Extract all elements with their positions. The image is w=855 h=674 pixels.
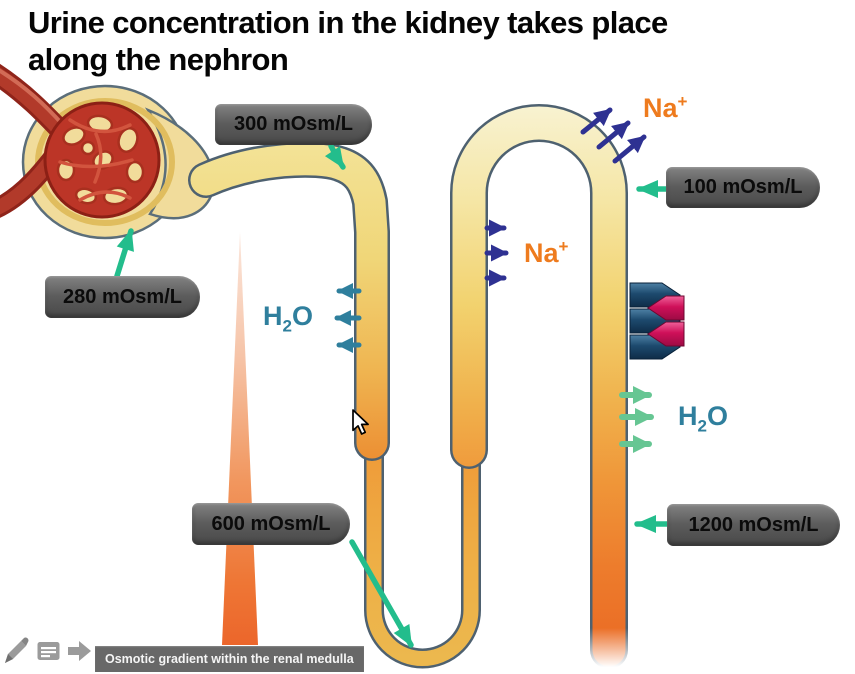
proximal-tubule-descending-limb [188, 141, 390, 461]
glomerulus [0, 63, 213, 240]
caption-text: Osmotic gradient within the renal medull… [105, 652, 354, 666]
ascending-limb-collecting-duct [450, 104, 635, 674]
notes-icon[interactable] [35, 636, 61, 666]
water-arrows-right [619, 386, 654, 453]
sodium-symbol: Na [643, 93, 678, 123]
caption-bar: Osmotic gradient within the renal medull… [95, 646, 364, 672]
water-label-right: H2O [678, 401, 728, 436]
pointer-arrow-600 [349, 539, 414, 648]
page-title: Urine concentration in the kidney takes … [28, 4, 838, 78]
chevron-magenta-left [647, 295, 685, 321]
exchange-chevrons [629, 282, 685, 360]
label-300-mosm: 300 mOsm/L [215, 104, 372, 145]
loop-of-henle-thin-segment [364, 442, 481, 669]
duct-bottom-fade [584, 628, 635, 674]
capillary-tuft [43, 101, 161, 219]
pencil-icon[interactable] [3, 636, 29, 666]
label-600-text: 600 mOsm/L [211, 512, 331, 535]
water-label-left: H2O [263, 301, 313, 336]
sodium-charge: + [558, 237, 569, 256]
sodium-label-middle: Na+ [524, 237, 569, 268]
pointer-arrow-280 [114, 228, 134, 279]
water-arrows-left [334, 283, 362, 353]
label-100-mosm: 100 mOsm/L [666, 167, 820, 208]
label-600-mosm: 600 mOsm/L [192, 503, 350, 545]
label-100-text: 100 mOsm/L [683, 176, 803, 198]
label-280-text: 280 mOsm/L [63, 285, 182, 308]
sodium-arrows-top [580, 107, 647, 164]
next-arrow-icon[interactable] [67, 636, 93, 666]
label-1200-text: 1200 mOsm/L [688, 513, 819, 536]
presentation-toolbar [3, 636, 93, 666]
mouse-cursor [352, 409, 369, 435]
sodium-label-top: Na+ [643, 92, 688, 123]
title-line-1: Urine concentration in the kidney takes … [28, 5, 668, 40]
sodium-arrows-middle [484, 219, 509, 287]
title-line-2: along the nephron [28, 42, 289, 77]
pointer-arrow-300 [324, 143, 346, 170]
sodium-symbol: Na [524, 238, 559, 268]
chevron-magenta-left [647, 321, 685, 347]
label-1200-mosm: 1200 mOsm/L [667, 504, 840, 546]
osmotic-gradient-triangle [222, 232, 258, 645]
label-300-text: 300 mOsm/L [234, 113, 353, 135]
label-280-mosm: 280 mOsm/L [45, 276, 200, 318]
sodium-charge: + [677, 92, 688, 111]
